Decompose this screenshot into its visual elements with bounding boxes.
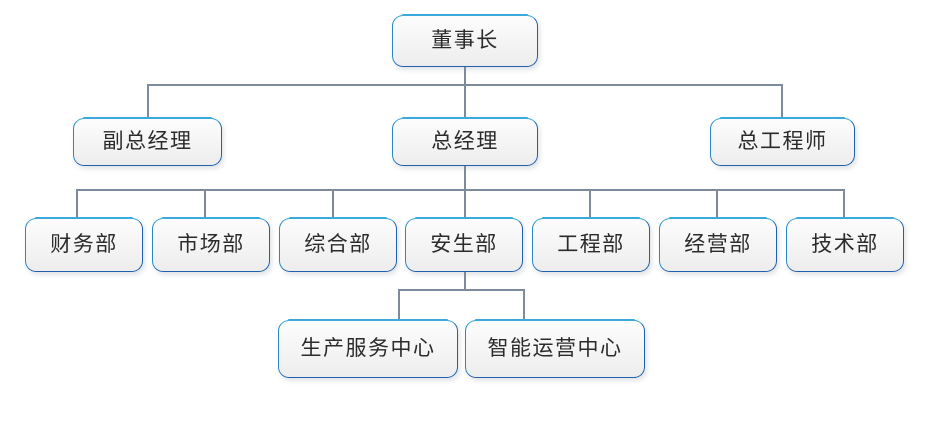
connector-to-engineering-dept xyxy=(589,189,591,218)
node-engineering-dept[interactable]: 工程部 xyxy=(532,217,650,272)
connector-to-deputy-gm xyxy=(147,84,149,118)
node-chief-engineer[interactable]: 总工程师 xyxy=(710,117,855,166)
node-general-affairs-dept-label: 综合部 xyxy=(304,232,372,256)
node-chairman[interactable]: 董事长 xyxy=(392,14,538,67)
connector-to-production-service-center xyxy=(398,289,400,320)
connector-to-market-dept xyxy=(204,189,206,218)
node-market-dept[interactable]: 市场部 xyxy=(152,217,270,272)
node-production-service-center[interactable]: 生产服务中心 xyxy=(278,319,458,378)
connector-level3-bus xyxy=(76,189,844,191)
node-market-dept-label: 市场部 xyxy=(177,232,245,256)
node-general-manager-label: 总经理 xyxy=(431,129,499,153)
node-general-affairs-dept[interactable]: 综合部 xyxy=(279,217,397,272)
connector-safety-dept-stem xyxy=(464,272,466,290)
connector-level4-bus xyxy=(398,289,525,291)
connector-to-finance-dept xyxy=(76,189,78,218)
node-safety-production-dept[interactable]: 安生部 xyxy=(405,217,523,272)
node-operations-dept-label: 经营部 xyxy=(684,232,752,256)
node-technology-dept[interactable]: 技术部 xyxy=(786,217,904,272)
node-engineering-dept-label: 工程部 xyxy=(557,232,625,256)
node-chairman-label: 董事长 xyxy=(431,28,499,52)
node-operations-dept[interactable]: 经营部 xyxy=(659,217,777,272)
connector-to-chief-engineer xyxy=(781,84,783,118)
node-smart-operations-center-label: 智能运营中心 xyxy=(487,336,623,360)
connector-to-smart-operations-center xyxy=(523,289,525,320)
node-smart-operations-center[interactable]: 智能运营中心 xyxy=(465,319,645,378)
node-chief-engineer-label: 总工程师 xyxy=(737,129,828,153)
connector-to-operations-dept xyxy=(716,189,718,218)
node-production-service-center-label: 生产服务中心 xyxy=(300,336,436,360)
connector-to-safety-production-dept xyxy=(464,189,466,218)
node-deputy-gm[interactable]: 副总经理 xyxy=(73,117,222,166)
connector-general-manager-stem xyxy=(464,166,466,190)
node-finance-dept[interactable]: 财务部 xyxy=(25,217,143,272)
node-deputy-gm-label: 副总经理 xyxy=(102,129,193,153)
connector-to-general-affairs-dept xyxy=(332,189,334,218)
node-safety-production-dept-label: 安生部 xyxy=(430,232,498,256)
connector-to-technology-dept xyxy=(843,189,845,218)
node-general-manager[interactable]: 总经理 xyxy=(392,117,538,166)
connector-to-general-manager xyxy=(464,84,466,118)
node-finance-dept-label: 财务部 xyxy=(50,232,118,256)
node-technology-dept-label: 技术部 xyxy=(811,232,879,256)
connector-chairman-stem xyxy=(464,67,466,86)
